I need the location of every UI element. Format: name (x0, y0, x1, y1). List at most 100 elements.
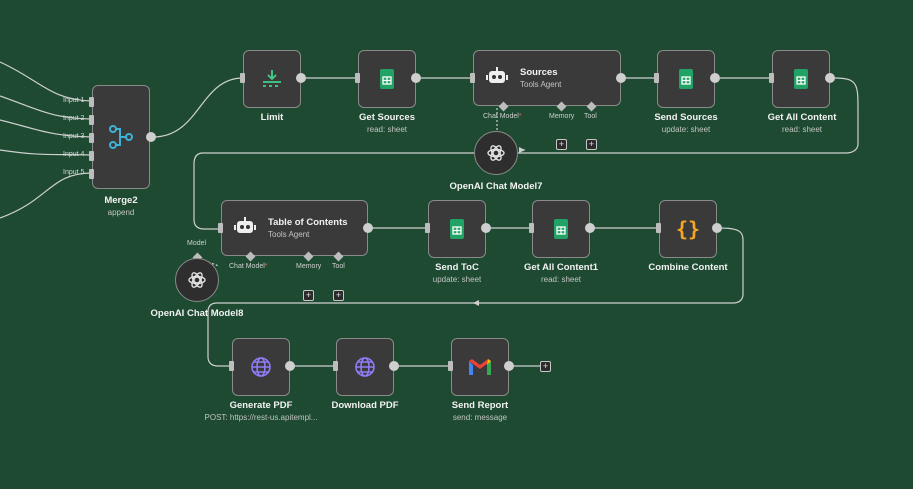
get-all-content-output-port[interactable] (825, 73, 835, 83)
download-pdf-node[interactable] (336, 338, 394, 396)
send-report-output-port[interactable] (504, 361, 514, 371)
send-sources-label: Send Sources (654, 112, 718, 123)
get-all-content1-input-port[interactable] (529, 223, 534, 233)
send-report-node[interactable] (451, 338, 509, 396)
get-all-content1-label: Get All Content1 (523, 262, 599, 273)
toc-sublabel: Tools Agent (268, 230, 310, 239)
robot-icon (234, 216, 256, 241)
sources-agent-node[interactable]: Sources Tools Agent (473, 50, 621, 106)
merge-input-label: Input 3 (63, 133, 85, 140)
add-tool-button[interactable]: + (333, 290, 344, 301)
limit-label: Limit (260, 112, 284, 123)
limit-icon (261, 69, 283, 89)
generate-pdf-node[interactable] (232, 338, 290, 396)
merge2-label: Merge2 (104, 195, 138, 206)
merge-input-port[interactable] (89, 169, 94, 179)
toc-input-port[interactable] (218, 223, 223, 233)
send-sources-sublabel: update: sheet (661, 125, 711, 134)
openai-chat-model8-label: OpenAI Chat Model8 (150, 308, 244, 319)
get-sources-output-port[interactable] (411, 73, 421, 83)
send-toc-sublabel: update: sheet (432, 275, 482, 284)
add-memory-button[interactable]: + (303, 290, 314, 301)
merge-input-port[interactable] (89, 97, 94, 107)
get-sources-label: Get Sources (359, 112, 415, 123)
merge-input-label: Input 2 (63, 115, 85, 122)
combine-content-node[interactable]: {} (659, 200, 717, 258)
generate-pdf-label: Generate PDF (229, 400, 293, 411)
get-all-content-label: Get All Content (767, 112, 837, 123)
merge-icon (108, 124, 134, 150)
google-sheets-icon (450, 219, 464, 239)
send-toc-input-port[interactable] (425, 223, 430, 233)
gmail-icon (468, 358, 492, 376)
limit-node[interactable] (243, 50, 301, 108)
add-memory-button[interactable]: + (556, 139, 567, 150)
sources-tool-port-label: Tool (584, 113, 597, 120)
limit-output-port[interactable] (296, 73, 306, 83)
globe-icon (250, 356, 272, 378)
send-toc-output-port[interactable] (481, 223, 491, 233)
globe-icon (354, 356, 376, 378)
sources-model-port-label: Chat Model* (483, 113, 522, 120)
send-report-label: Send Report (451, 400, 509, 411)
send-sources-node[interactable] (657, 50, 715, 108)
combine-output-port[interactable] (712, 223, 722, 233)
openai-icon (486, 143, 506, 163)
google-sheets-icon (679, 69, 693, 89)
google-sheets-icon (794, 69, 808, 89)
toc-label: Table of Contents (268, 217, 348, 228)
merge-input-port[interactable] (89, 115, 94, 125)
get-all-content1-node[interactable] (532, 200, 590, 258)
toc-tool-port-label: Tool (332, 263, 345, 270)
combine-input-port[interactable] (656, 223, 661, 233)
merge-input-port[interactable] (89, 133, 94, 143)
get-all-content1-output-port[interactable] (585, 223, 595, 233)
download-pdf-label: Download PDF (331, 400, 399, 411)
limit-input-port[interactable] (240, 73, 245, 83)
openai-chat-model7-node[interactable] (474, 131, 518, 175)
sources-output-port[interactable] (616, 73, 626, 83)
openai8-port-label: Model (187, 240, 207, 247)
get-all-content-input-port[interactable] (769, 73, 774, 83)
sources-sublabel: Tools Agent (520, 80, 562, 89)
combine-content-label: Combine Content (648, 262, 728, 273)
toc-output-port[interactable] (363, 223, 373, 233)
openai-chat-model8-node[interactable] (175, 258, 219, 302)
merge2-sublabel: append (107, 208, 135, 217)
download-pdf-output-port[interactable] (389, 361, 399, 371)
get-all-content-node[interactable] (772, 50, 830, 108)
generate-pdf-output-port[interactable] (285, 361, 295, 371)
send-sources-input-port[interactable] (654, 73, 659, 83)
sources-label: Sources (520, 67, 558, 78)
merge-input-label: Input 5 (63, 169, 85, 176)
merge-input-port[interactable] (89, 151, 94, 161)
generate-pdf-input-port[interactable] (229, 361, 234, 371)
download-pdf-input-port[interactable] (333, 361, 338, 371)
generate-pdf-sublabel: POST: https://rest-us.apitempl... (204, 413, 318, 422)
openai-chat-model7-label: OpenAI Chat Model7 (449, 181, 543, 192)
send-report-input-port[interactable] (448, 361, 453, 371)
add-node-button[interactable]: + (540, 361, 551, 372)
get-sources-node[interactable] (358, 50, 416, 108)
merge2-node[interactable] (92, 85, 150, 189)
toc-model-port-label: Chat Model* (229, 263, 268, 270)
table-of-contents-agent-node[interactable]: Table of Contents Tools Agent (221, 200, 368, 256)
send-report-sublabel: send: message (452, 413, 508, 422)
openai-icon (187, 270, 207, 290)
send-toc-label: Send ToC (435, 262, 479, 273)
get-all-content-sublabel: read: sheet (781, 125, 823, 134)
google-sheets-icon (554, 219, 568, 239)
send-toc-node[interactable] (428, 200, 486, 258)
merge-output-port[interactable] (146, 132, 156, 142)
get-all-content1-sublabel: read: sheet (540, 275, 582, 284)
sources-input-port[interactable] (470, 73, 475, 83)
merge-input-label: Input 4 (63, 151, 85, 158)
send-sources-output-port[interactable] (710, 73, 720, 83)
add-tool-button[interactable]: + (586, 139, 597, 150)
get-sources-input-port[interactable] (355, 73, 360, 83)
google-sheets-icon (380, 69, 394, 89)
toc-memory-port-label: Memory (296, 263, 322, 270)
get-sources-sublabel: read: sheet (366, 125, 408, 134)
